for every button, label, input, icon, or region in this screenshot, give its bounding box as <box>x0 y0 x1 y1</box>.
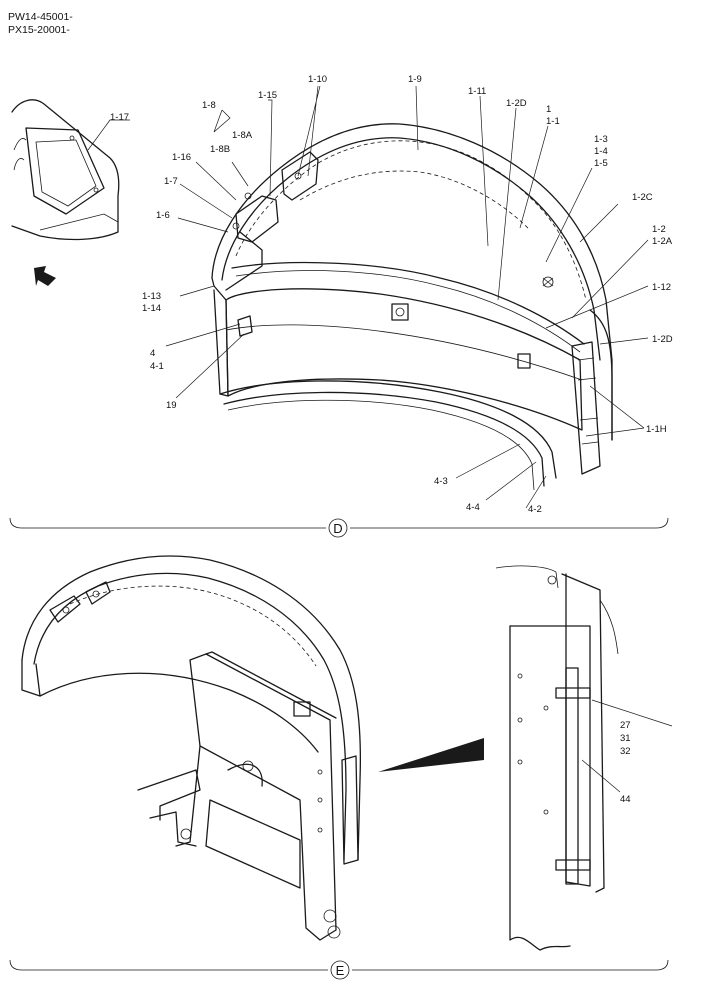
label-1-2: 1-2 <box>652 224 666 235</box>
label-1-15: 1-15 <box>258 90 277 101</box>
label-1-1: 1-1 <box>546 116 560 127</box>
label-1-9: 1-9 <box>408 74 422 85</box>
label-1-4: 1-4 <box>594 146 608 157</box>
label-1: 1 <box>546 104 551 115</box>
label-27: 27 <box>620 720 631 731</box>
label-19: 19 <box>166 400 177 411</box>
part-labels-e: 27 31 32 44 <box>620 720 631 805</box>
leader-lines-d <box>87 85 649 509</box>
hinge-detail <box>495 565 673 951</box>
label-1-2d-top: 1-2D <box>506 98 527 109</box>
label-32: 32 <box>620 746 631 757</box>
label-1-8: 1-8 <box>202 100 216 111</box>
label-1-3: 1-3 <box>594 134 608 145</box>
label-1-1h: 1-1H <box>646 424 667 435</box>
label-4-4: 4-4 <box>466 502 480 513</box>
label-1-5: 1-5 <box>594 158 608 169</box>
fender-assembly-d <box>211 123 613 491</box>
fender-assembly-e <box>21 555 484 941</box>
section-divider-d: D <box>9 517 669 538</box>
model-code-2: PX15-20001- <box>8 24 70 36</box>
label-44: 44 <box>620 794 631 805</box>
inset-detail <box>11 99 120 286</box>
label-1-10: 1-10 <box>308 74 327 85</box>
label-1-8a: 1-8A <box>232 130 253 141</box>
section-divider-e: E <box>9 959 669 980</box>
label-1-2a: 1-2A <box>652 236 673 247</box>
label-1-17: 1-17 <box>110 112 129 123</box>
label-4-2: 4-2 <box>528 504 542 515</box>
label-1-8b: 1-8B <box>210 144 230 155</box>
callout-wedge-icon <box>378 738 484 772</box>
model-code-1: PW14-45001- <box>8 11 73 23</box>
label-1-16: 1-16 <box>172 152 191 163</box>
label-4: 4 <box>150 348 155 359</box>
label-31: 31 <box>620 733 631 744</box>
label-1-2c: 1-2C <box>632 192 653 203</box>
label-1-14: 1-14 <box>142 303 161 314</box>
label-1-12: 1-12 <box>652 282 671 293</box>
label-4-1: 4-1 <box>150 361 164 372</box>
label-1-2d-right: 1-2D <box>652 334 673 345</box>
direction-arrow-icon <box>34 266 56 286</box>
label-4-3: 4-3 <box>434 476 448 487</box>
label-1-13: 1-13 <box>142 291 161 302</box>
label-1-6: 1-6 <box>156 210 170 221</box>
label-1-11: 1-11 <box>468 86 486 97</box>
label-1-7: 1-7 <box>164 176 178 187</box>
part-labels-d: 1-17 1-8 1-15 1-10 1-9 1-11 1-2D 1 1-1 1… <box>110 74 673 515</box>
section-marker-d: D <box>333 521 342 536</box>
section-marker-e: E <box>336 963 345 978</box>
